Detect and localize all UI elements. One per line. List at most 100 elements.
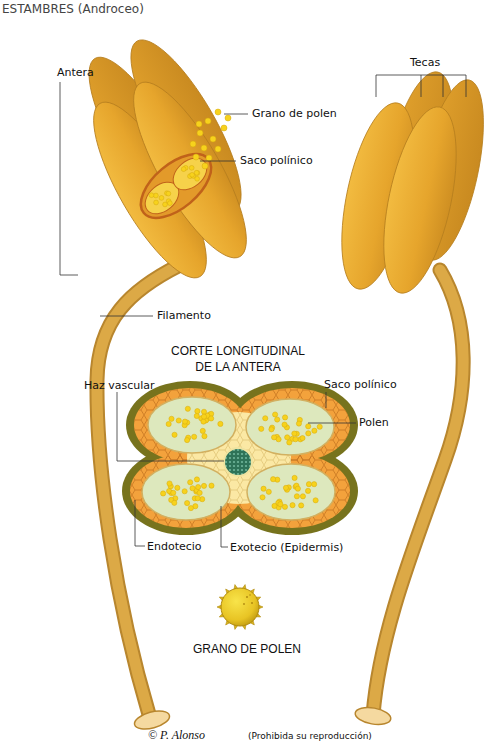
diagram-title: ESTAMBRES (Androceo): [2, 2, 144, 16]
pollen-grain: [221, 588, 259, 626]
pollen-dot: [184, 500, 189, 505]
pollen-dot: [201, 414, 206, 419]
pollen-dot: [166, 191, 171, 196]
pollen-dot: [159, 196, 164, 201]
pollen-dot: [153, 193, 158, 198]
part-label: Saco polínico: [324, 378, 397, 391]
pollen-dot: [293, 437, 298, 442]
sac-wall: [130, 142, 223, 230]
pollen-dot: [218, 421, 223, 426]
pollen-dot: [263, 416, 268, 421]
pollen-dot: [190, 141, 196, 147]
leader-line: [100, 316, 153, 317]
pollen-dot: [185, 406, 190, 411]
leader-line: [117, 392, 224, 461]
copyright-note: (Prohibida su reproducción): [248, 731, 372, 741]
vascular-bundle: [224, 448, 252, 476]
pollen-dot: [196, 121, 202, 127]
pollen-dot: [188, 480, 193, 485]
pollen-dot: [194, 413, 199, 418]
pollen-dot: [209, 483, 214, 488]
pollen-dot: [169, 416, 174, 421]
endothecium: [130, 388, 350, 528]
pollen-dot: [225, 115, 231, 121]
pollen-dot: [317, 424, 322, 429]
section-heading: CORTE LONGITUDINAL DE LA ANTERA: [163, 343, 313, 375]
pollen-dot: [149, 193, 154, 198]
filament-edge: [373, 270, 463, 715]
pollen-dot: [295, 486, 300, 491]
leader-line: [221, 506, 228, 547]
pollen-dot: [290, 503, 295, 508]
copyright-signature: © P. Alonso: [148, 728, 205, 743]
pollen-dots: [149, 191, 172, 207]
pollen-dot: [201, 419, 206, 424]
pollen-dot: [201, 483, 206, 488]
pollen-dot: [266, 489, 271, 494]
leader-lines: [60, 75, 466, 547]
part-label: Antera: [57, 66, 94, 79]
pollen-dot: [190, 486, 195, 491]
pollen-dot: [269, 427, 274, 432]
pollen-dot: [197, 490, 202, 495]
pollen-dot: [215, 146, 221, 152]
pollen-dot: [205, 118, 211, 124]
epidermis: [122, 381, 358, 535]
leader-line: [200, 161, 236, 162]
pollen-dot: [189, 165, 194, 170]
pollen-dot: [202, 434, 207, 439]
pollen-dots: [161, 477, 215, 511]
pollen-dot: [197, 130, 203, 136]
pollen-dot: [292, 475, 297, 480]
pollen-dot: [282, 415, 287, 420]
pollen-dot: [299, 503, 304, 508]
pollen-dot: [260, 495, 265, 500]
pollen-dot: [278, 502, 283, 507]
pollen-dot: [210, 136, 216, 142]
leader-line: [135, 500, 145, 546]
part-label: Haz vascular: [84, 379, 155, 392]
part-label: Grano de polen: [252, 107, 337, 120]
pollen-dot: [273, 412, 278, 417]
pollen-dot: [306, 424, 311, 429]
pollen-dot: [313, 498, 318, 503]
cut-pollen-sac: [130, 142, 223, 230]
pollen-dot: [305, 488, 310, 493]
pollen-dot: [168, 201, 173, 206]
pollen-dot: [312, 482, 317, 487]
filament-body: [373, 270, 463, 715]
pollen-dot: [175, 485, 180, 490]
pollen-dot: [261, 486, 266, 491]
pollen-dot: [296, 421, 301, 426]
pollen-dot: [172, 500, 177, 505]
pollen-dot: [209, 416, 214, 421]
filament-opening: [354, 705, 392, 727]
pollen-dot: [275, 417, 280, 422]
pollen-dot: [282, 504, 287, 509]
part-label: Endotecio: [147, 540, 202, 553]
pollen-dot: [287, 440, 292, 445]
pollen-dot: [312, 428, 317, 433]
anther-section: [122, 381, 358, 535]
pollen-dot: [271, 477, 276, 482]
pollen-dot: [300, 494, 305, 499]
pollen-dot: [184, 437, 189, 442]
pollen-dot: [259, 426, 264, 431]
pollen-dot: [194, 477, 199, 482]
pollen-dot: [171, 490, 176, 495]
pollen-dots: [166, 406, 223, 443]
part-label: Saco polínico: [240, 154, 313, 167]
pollen-dot: [206, 155, 212, 161]
part-label: Exotecio (Epidermis): [230, 541, 343, 554]
leader-line: [308, 423, 356, 424]
part-label: Filamento: [157, 309, 211, 322]
pollen-dot: [194, 170, 199, 175]
pollen-dot: [195, 171, 200, 176]
pollen-spines: [217, 585, 263, 630]
part-label: Tecas: [410, 56, 440, 69]
pollen-dot: [182, 419, 187, 424]
part-label: Polen: [359, 416, 389, 429]
pollen-dot: [161, 491, 166, 496]
bracket: [376, 75, 466, 97]
anther: [70, 27, 266, 292]
